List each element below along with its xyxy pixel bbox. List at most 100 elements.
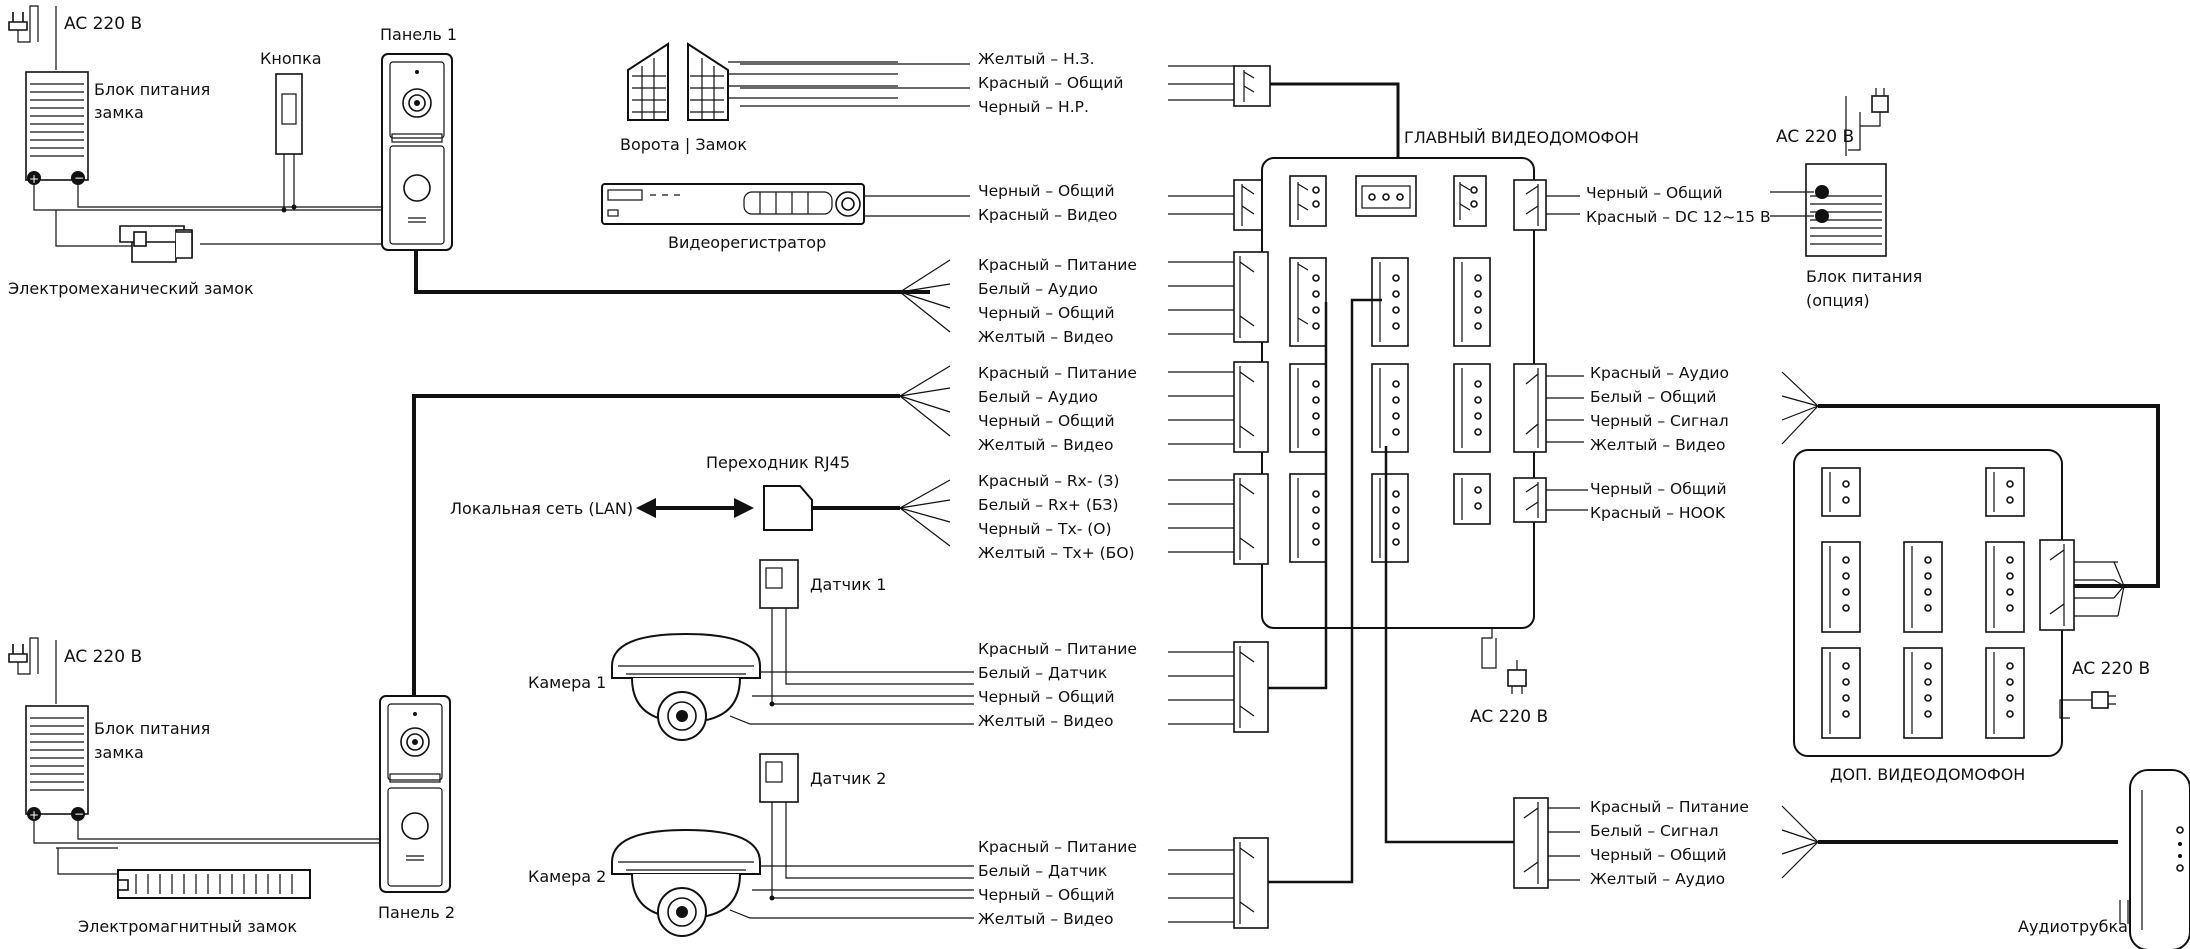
ext-wire-1: Красный – Аудио [1590, 364, 1729, 382]
conn-lan [1233, 473, 1269, 565]
camera2-label: Камера 2 [528, 867, 606, 886]
dvr-connector [1233, 179, 1263, 231]
main-conn-dvr [1453, 175, 1487, 227]
rj45-wire-1: Красный – Rx- (З) [978, 472, 1119, 490]
main-conn-hook [1453, 473, 1491, 525]
gate-wire-2: Красный – Общий [978, 74, 1123, 92]
ac-label-bottom-center: AC 220 B [1470, 707, 1548, 727]
panel2-wire-2: Белый – Аудио [978, 388, 1098, 406]
main-conn-handset [1371, 473, 1409, 563]
handset-wire-1: Красный – Питание [1590, 798, 1749, 816]
plug-icon [2091, 691, 2116, 709]
lock-psu-label-top-2: замка [94, 103, 144, 122]
handset-wire-2: Белый – Сигнал [1590, 822, 1719, 840]
plug-icon [1860, 88, 1889, 127]
sensor1-label: Датчик 1 [810, 575, 886, 594]
main-conn-panel2 [1289, 363, 1327, 453]
main-conn-lock [1355, 175, 1417, 217]
ac-label-top-left: AC 220 B [64, 14, 142, 34]
svg-text:−: − [74, 171, 84, 185]
ac-label-right: AC 220 B [1776, 127, 1854, 147]
sensor2-device [759, 753, 799, 803]
power-supply-option [1805, 163, 1887, 257]
ext-connectors [1821, 467, 2025, 739]
conn-panel1 [1233, 251, 1269, 343]
svg-text:−: − [74, 807, 84, 821]
main-conn-cam [1371, 363, 1409, 453]
hook-wire-2: Красный – HOOK [1590, 504, 1726, 522]
plug-icon [8, 5, 39, 43]
rj45-wire-2: Белый – Rx+ (БЗ) [978, 496, 1119, 514]
em-lock-label: Электромеханический замок [8, 279, 254, 298]
panel1-label: Панель 1 [380, 25, 457, 44]
main-conn-lan [1289, 473, 1327, 563]
dvr-device [601, 183, 865, 225]
conn-panel2 [1233, 361, 1269, 453]
dvr-wire-2: Красный – Видео [978, 206, 1117, 224]
camera1-wire-2: Белый – Датчик [978, 664, 1107, 682]
main-conn-right [1453, 257, 1491, 347]
conn-handset [1513, 797, 1549, 889]
button-label: Кнопка [260, 49, 322, 68]
panel1-device [381, 53, 453, 251]
sensor2-label: Датчик 2 [810, 769, 886, 788]
svg-text:+: + [29, 172, 39, 186]
rj45-adapter [763, 485, 813, 531]
conn-psu [1513, 179, 1547, 231]
camera1-label: Камера 1 [528, 673, 606, 692]
psu-wire-1: Черный – Общий [1586, 184, 1723, 202]
plug-icon [8, 637, 39, 675]
psu-opt-label-2: (опция) [1806, 291, 1870, 310]
psu-wire-2: Красный – DC 12~15 B [1586, 208, 1771, 226]
panel1-wire-3: Черный – Общий [978, 304, 1115, 322]
hook-wire-1: Черный – Общий [1590, 480, 1727, 498]
panel2-wire-4: Желтый – Видео [978, 436, 1114, 454]
camera2-wire-2: Белый – Датчик [978, 862, 1107, 880]
lock-power-supply-top: + − [25, 71, 89, 186]
rj45-wire-3: Черный – Tx- (О) [978, 520, 1112, 538]
handset-label: Аудиотрубка [2018, 917, 2128, 936]
main-conn-panel1 [1289, 257, 1327, 347]
lock-power-supply-bottom: + − [25, 705, 89, 822]
main-intercom-label: ГЛАВНЫЙ ВИДЕОДОМОФОН [1404, 128, 1639, 147]
ac-label-bottom-left: AC 220 B [64, 647, 142, 667]
camera2-wire-3: Черный – Общий [978, 886, 1115, 904]
lock-psu-label-bottom-2: замка [94, 743, 144, 762]
handset-wire-4: Желтый – Аудио [1590, 870, 1725, 888]
conn-hook [1513, 477, 1547, 523]
sensor1-device [759, 559, 799, 609]
lan-label: Локальная сеть (LAN) [450, 499, 633, 518]
panel2-device [379, 695, 451, 893]
gate-icon [627, 42, 729, 121]
panel1-wire-2: Белый – Аудио [978, 280, 1098, 298]
rj45-wire-4: Желтый – Tx+ (БО) [978, 544, 1135, 562]
camera2-device [611, 828, 761, 937]
ac-label-ext: AC 220 B [2072, 659, 2150, 679]
panel2-wire-1: Красный – Питание [978, 364, 1137, 382]
dvr-wire-1: Черный – Общий [978, 182, 1115, 200]
ext-wire-2: Белый – Общий [1590, 388, 1717, 406]
gate-connector [1233, 65, 1271, 107]
camera1-wire-4: Желтый – Видео [978, 712, 1114, 730]
lan-arrow-icon [636, 498, 754, 518]
ext-input-connector [2039, 539, 2075, 631]
handset-device [2129, 769, 2190, 949]
panel2-label: Панель 2 [378, 903, 455, 922]
lock-psu-label-bottom-1: Блок питания [94, 719, 210, 738]
button-device [275, 73, 303, 155]
panel2-wire-3: Черный – Общий [978, 412, 1115, 430]
rj45-label: Переходник RJ45 [706, 453, 850, 472]
electromechanical-lock [119, 225, 193, 263]
main-conn-mid [1371, 257, 1409, 347]
panel1-wire-1: Красный – Питание [978, 256, 1137, 274]
plug-icon [1507, 660, 1527, 694]
conn-camera2 [1233, 837, 1269, 929]
gate-wire-1: Желтый – Н.З. [978, 50, 1095, 68]
svg-text:+: + [29, 808, 39, 822]
gate-label: Ворота | Замок [620, 135, 747, 154]
handset-wire-3: Черный – Общий [1590, 846, 1727, 864]
panel1-wire-4: Желтый – Видео [978, 328, 1114, 346]
conn-ext [1513, 363, 1547, 453]
ext-wire-3: Черный – Сигнал [1590, 412, 1729, 430]
